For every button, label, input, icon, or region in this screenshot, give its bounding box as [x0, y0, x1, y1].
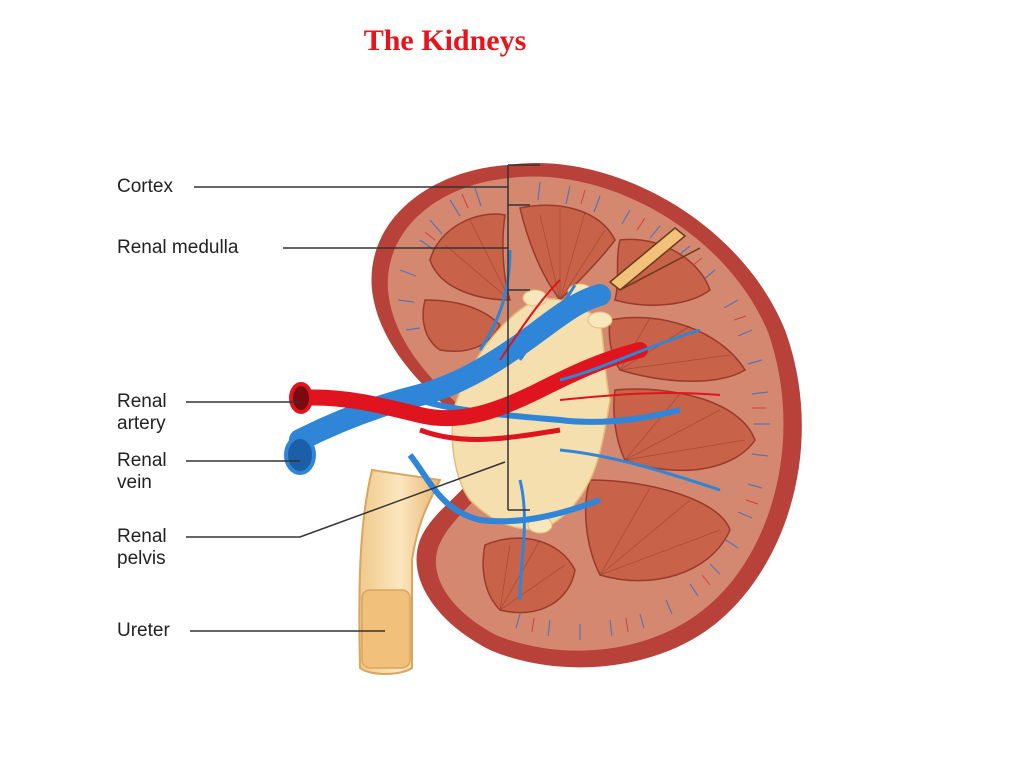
renal-artery [289, 342, 648, 442]
label-renal-artery-line1: Renal [117, 391, 167, 412]
label-renal-pelvis-line1: Renal [117, 526, 167, 547]
bracket-markers [507, 164, 540, 511]
label-renal-vein-line1: Renal [117, 450, 167, 471]
label-renal-artery-line2: artery [117, 413, 166, 434]
nephron-marker [608, 227, 701, 291]
ureter [358, 468, 442, 675]
label-ureter: Ureter [117, 620, 170, 641]
label-renal-pelvis-line2: pelvis [117, 548, 166, 569]
label-renal-vein-line2: vein [117, 472, 152, 493]
page-title: The Kidneys [363, 24, 527, 57]
renal-pyramids [422, 204, 756, 614]
label-cortex: Cortex [117, 176, 173, 197]
label-renal-medulla: Renal medulla [117, 237, 239, 258]
renal-vein [284, 284, 681, 525]
leader-lines [186, 186, 508, 632]
